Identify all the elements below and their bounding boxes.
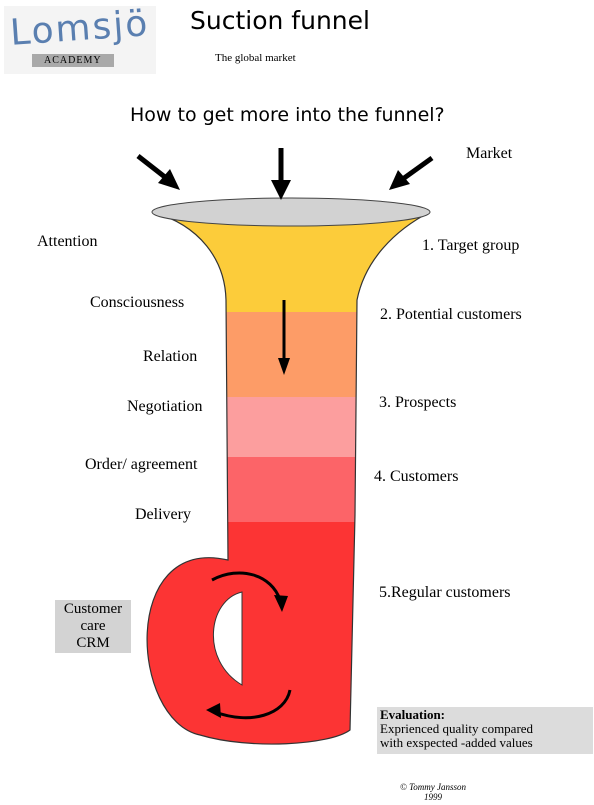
- funnel-rim: [152, 198, 430, 226]
- market-label: Market: [466, 145, 512, 163]
- evaluation-line-2: with exspected -added values: [380, 736, 593, 750]
- evaluation-box: Evaluation: Exprienced quality compared …: [377, 707, 593, 754]
- copyright: © Tommy Jansson 1999: [400, 782, 466, 802]
- right-label-regular: 5.Regular customers: [379, 584, 511, 602]
- crm-line-3: CRM: [55, 635, 131, 652]
- left-label-delivery: Delivery: [135, 506, 191, 524]
- copyright-year: 1999: [400, 792, 466, 802]
- left-label-consciousness: Consciousness: [90, 294, 184, 312]
- right-label-customers: 4. Customers: [374, 468, 458, 486]
- evaluation-line-1: Exprienced quality compared: [380, 722, 593, 736]
- crm-line-2: care: [55, 618, 131, 635]
- right-label-prospects: 3. Prospects: [379, 394, 456, 412]
- arrow-right-line: [400, 158, 432, 181]
- right-label-potential: 2. Potential customers: [380, 306, 522, 324]
- left-label-order: Order/ agreement: [85, 456, 197, 474]
- left-label-attention: Attention: [37, 233, 97, 251]
- evaluation-title: Evaluation:: [380, 708, 593, 722]
- copyright-name: © Tommy Jansson: [400, 782, 466, 792]
- left-label-negotiation: Negotiation: [127, 398, 203, 416]
- left-label-relation: Relation: [143, 348, 197, 366]
- arrow-center-head: [271, 180, 291, 200]
- crm-line-1: Customer: [55, 601, 131, 618]
- crm-box: Customer care CRM: [55, 600, 131, 653]
- input-arrows: [138, 148, 432, 200]
- right-label-target-group: 1. Target group: [422, 237, 519, 255]
